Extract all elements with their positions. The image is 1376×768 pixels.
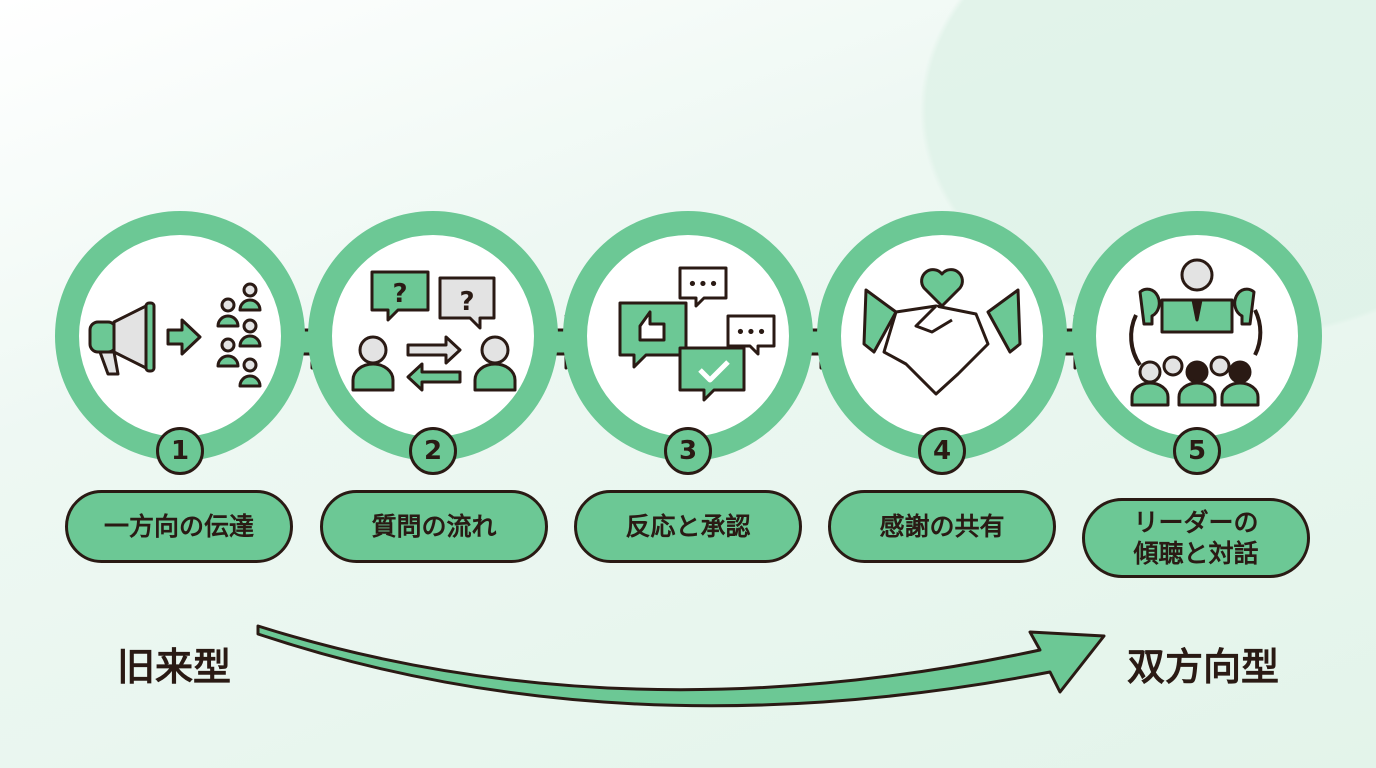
step-label-text-line1: リーダーの <box>1133 507 1259 537</box>
question-bubble-icon: ? ? <box>370 270 496 330</box>
step-label-text: 反応と承認 <box>625 511 751 541</box>
step-label-4: 感謝の共有 <box>828 490 1056 563</box>
step-label-3: 反応と承認 <box>574 490 802 563</box>
step-label-1: 一方向の伝達 <box>65 490 293 563</box>
step-number: 1 <box>170 436 190 466</box>
step-label-2: 質問の流れ <box>320 490 548 563</box>
step-label-5: リーダーの 傾聴と対話 <box>1082 498 1310 578</box>
chat-bubble-icon-2: ••• <box>726 314 776 356</box>
step-number: 3 <box>678 436 698 466</box>
step-number: 4 <box>932 436 952 466</box>
step-circle-2 <box>308 211 558 461</box>
progression-arrow <box>256 624 1106 708</box>
step-label-text-line2: 傾聴と対話 <box>1133 539 1259 568</box>
cycle-arrows-icon <box>1129 309 1263 367</box>
person-woman-icon <box>473 335 517 392</box>
step-label-text: 質問の流れ <box>371 511 497 541</box>
chat-bubble-icon: ••• <box>678 266 728 308</box>
step-label-text: 感謝の共有 <box>879 511 1005 541</box>
person-icon <box>351 335 395 392</box>
team-icon <box>1130 355 1260 407</box>
svg-text:?: ? <box>459 287 474 317</box>
step-circle-5 <box>1072 211 1322 461</box>
svg-text:?: ? <box>392 279 407 309</box>
svg-text:•••: ••• <box>687 274 719 295</box>
step-number-badge-4: 4 <box>918 427 966 475</box>
two-way-label: 双方向型 <box>1127 645 1280 689</box>
step-number-badge-5: 5 <box>1173 427 1221 475</box>
handshake-icon <box>862 288 1022 396</box>
thumbs-up-bubble-icon <box>618 301 688 369</box>
ear-icon <box>1138 287 1161 326</box>
step-number-badge-2: 2 <box>409 427 457 475</box>
legacy-label: 旧来型 <box>117 645 232 689</box>
arrow-icon <box>166 318 202 356</box>
check-bubble-icon <box>678 346 746 402</box>
step-number-badge-3: 3 <box>664 427 712 475</box>
svg-text:•••: ••• <box>735 322 767 343</box>
step-number-badge-1: 1 <box>156 427 204 475</box>
megaphone-icon <box>88 301 156 376</box>
audience-icon <box>216 282 262 388</box>
step-number: 2 <box>423 436 443 466</box>
leader-icon <box>1160 258 1234 334</box>
ear-icon-right <box>1233 287 1256 326</box>
exchange-arrows-icon <box>406 335 462 392</box>
step-label-text: 一方向の伝達 <box>103 511 254 541</box>
step-number: 5 <box>1187 436 1207 466</box>
heart-icon <box>920 268 964 308</box>
